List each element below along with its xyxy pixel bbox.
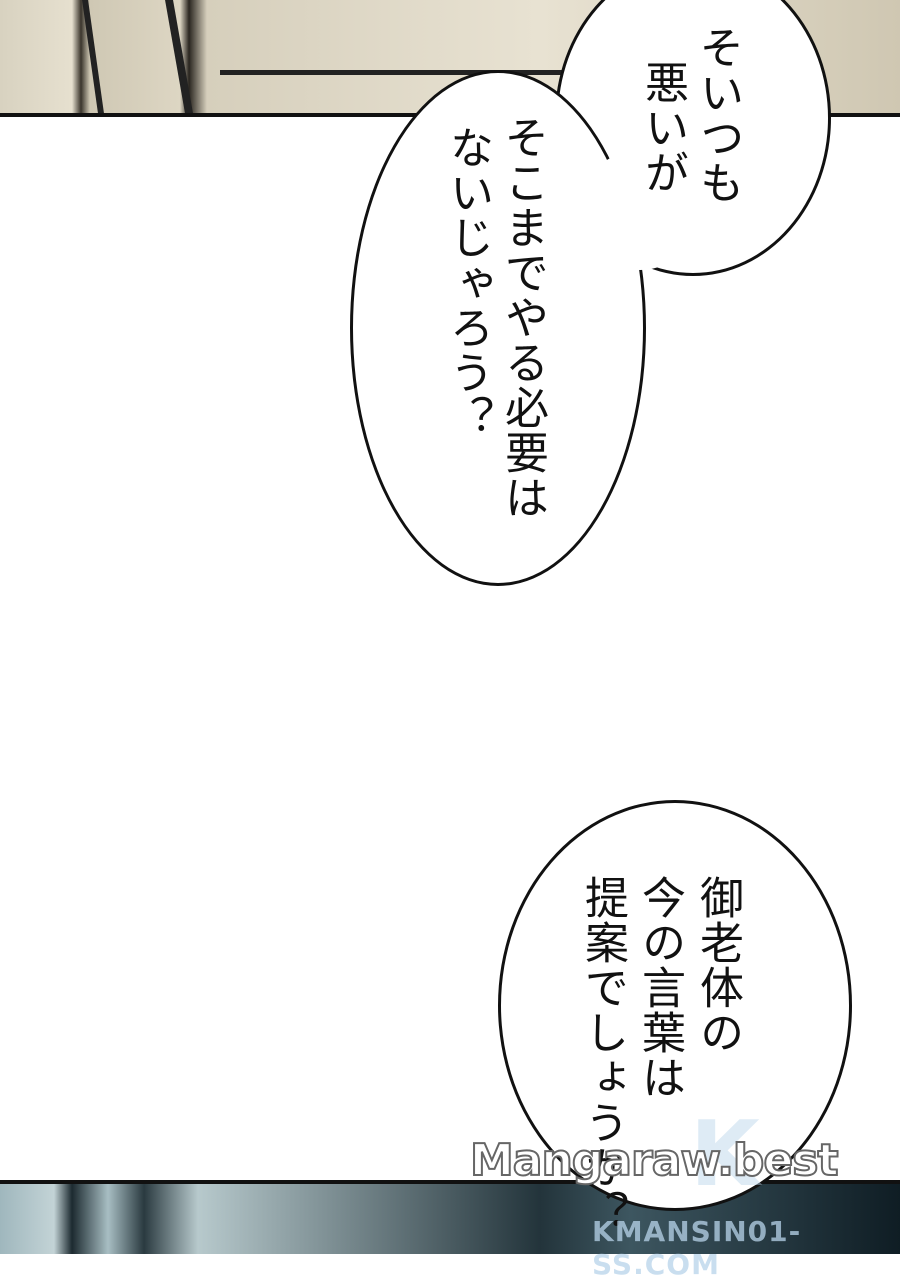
k-logo-watermark: K: [690, 1102, 760, 1207]
bubble-3-line-1: 御老体の: [692, 875, 743, 1055]
bubble-2-line-2: ないじゃろう？: [442, 125, 493, 440]
bubble-1-line-2: 悪いが: [637, 60, 688, 195]
bubble-1-line-1: そいつも: [692, 25, 743, 205]
bubble-join: [580, 150, 700, 270]
speech-bubble-3: [498, 800, 852, 1211]
url-watermark: KMANSIN01-SS.COM: [592, 1215, 802, 1281]
bubble-2-line-1: そこまでやる必要は: [497, 115, 548, 520]
bubble-3-line-2: 今の言葉は: [634, 875, 685, 1100]
bottom-manga-panel: [0, 1180, 900, 1254]
bubble-3-line-3: 提案でしょうか？: [577, 875, 628, 1235]
site-watermark: Mangaraw.best: [469, 1134, 839, 1187]
speech-bubble-2: [350, 70, 646, 586]
